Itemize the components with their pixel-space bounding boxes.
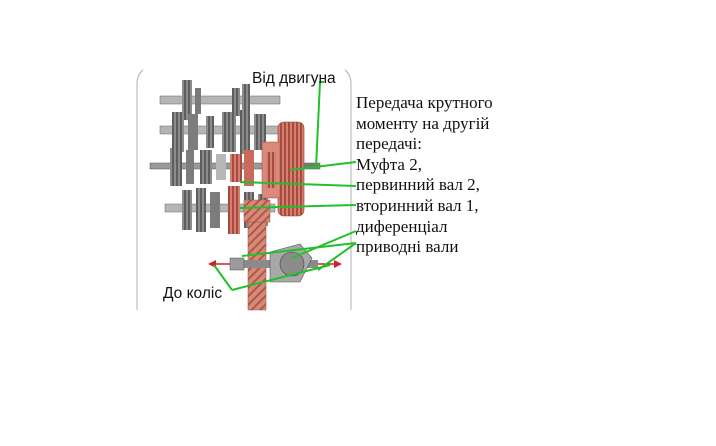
leader-wheels-1 bbox=[213, 264, 233, 291]
description-line: вторинний вал 1, bbox=[356, 195, 479, 215]
leader-differential bbox=[291, 230, 357, 259]
gear bbox=[182, 80, 192, 120]
gear bbox=[182, 190, 192, 230]
description-line: передачі: bbox=[356, 134, 422, 154]
description-line: приводні вали bbox=[356, 237, 459, 257]
gear bbox=[232, 88, 240, 116]
description-line: Передача крутного bbox=[356, 93, 493, 112]
description-text: Передача крутного моменту на другій пере… bbox=[356, 93, 556, 258]
leader-drive-1 bbox=[241, 242, 357, 257]
description-line: моменту на другій bbox=[356, 113, 490, 133]
gear-active bbox=[244, 150, 254, 186]
leader-wheels-2 bbox=[231, 264, 331, 291]
arrowhead-right bbox=[334, 260, 342, 268]
axle-cap bbox=[229, 257, 245, 271]
leader-input-shaft bbox=[239, 181, 357, 187]
gear bbox=[222, 112, 236, 152]
label-to-wheels: До коліс bbox=[163, 285, 223, 302]
description-line: первинний вал 2, bbox=[356, 175, 480, 195]
output-gear-head bbox=[243, 199, 271, 223]
gear bbox=[254, 114, 266, 150]
description-line: Муфта 2, bbox=[356, 154, 422, 174]
gear bbox=[242, 84, 250, 120]
gear-active bbox=[230, 154, 242, 182]
gear bbox=[170, 148, 182, 186]
gear bbox=[186, 150, 194, 184]
gear bbox=[172, 112, 184, 152]
description-line: диференціал bbox=[356, 216, 448, 236]
gear bbox=[240, 110, 250, 154]
gear bbox=[206, 116, 214, 148]
leader-clutch bbox=[289, 161, 357, 171]
gear-active bbox=[228, 186, 240, 234]
label-from-engine: Від двигуна bbox=[252, 70, 336, 87]
frame-right bbox=[344, 69, 352, 310]
differential-gear bbox=[279, 251, 305, 277]
clutch-core bbox=[266, 152, 276, 188]
leader-output-shaft bbox=[239, 204, 357, 209]
gear bbox=[200, 150, 212, 184]
leader-lines bbox=[213, 81, 357, 291]
gear bbox=[195, 88, 201, 114]
frame-left bbox=[136, 69, 144, 310]
gear bbox=[216, 154, 226, 180]
leader-engine bbox=[315, 81, 324, 169]
gear bbox=[196, 188, 206, 232]
shaft-1 bbox=[159, 95, 281, 105]
gear bbox=[188, 114, 198, 150]
input-shaft-end bbox=[304, 163, 320, 169]
gear bbox=[210, 192, 220, 228]
